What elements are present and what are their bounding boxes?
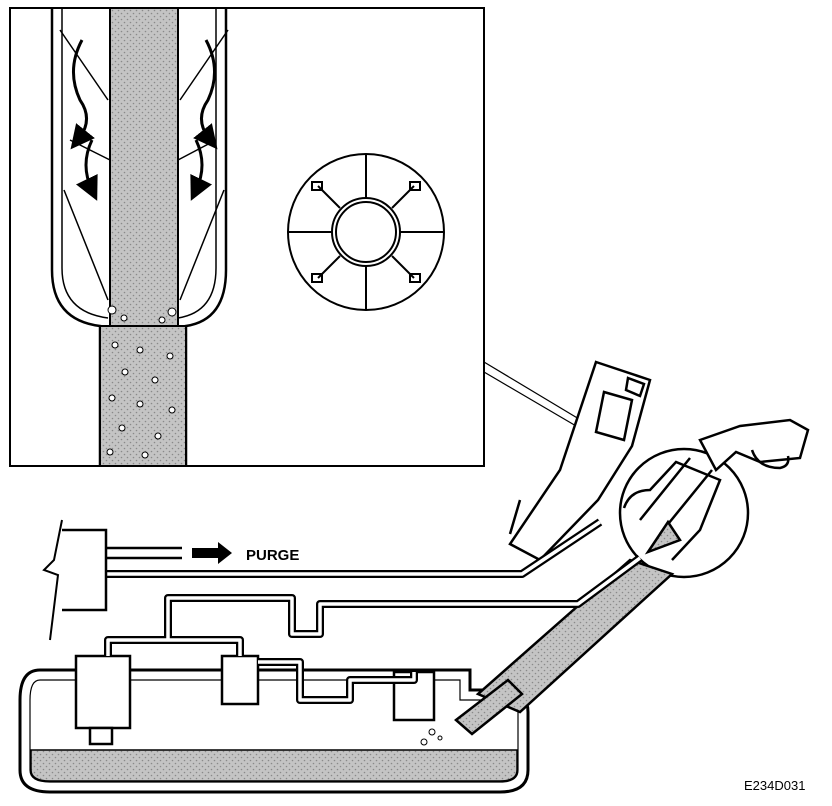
- tank-valves: [74, 654, 436, 746]
- fuel-bubbles: [106, 305, 177, 459]
- pump-handle: [698, 418, 810, 472]
- detail-inset: [9, 7, 485, 467]
- fuel-nozzle: [508, 360, 652, 562]
- purge-label: PURGE: [246, 547, 299, 564]
- vent-lines-inner: [106, 520, 642, 702]
- filler-nozzle-section: [50, 8, 229, 466]
- charcoal-canister: [42, 519, 108, 641]
- nozzle-cross-section: [287, 153, 445, 311]
- figure-code: E234D031: [744, 778, 805, 793]
- purge-line: [106, 546, 182, 560]
- break-line: [42, 519, 63, 641]
- filler-pipe: [454, 558, 675, 736]
- vapor-flow-arrows: [70, 39, 218, 201]
- arrow-right-icon: [192, 542, 232, 564]
- fuel-splash: [420, 728, 443, 746]
- filler-neck-zoom: [618, 447, 750, 579]
